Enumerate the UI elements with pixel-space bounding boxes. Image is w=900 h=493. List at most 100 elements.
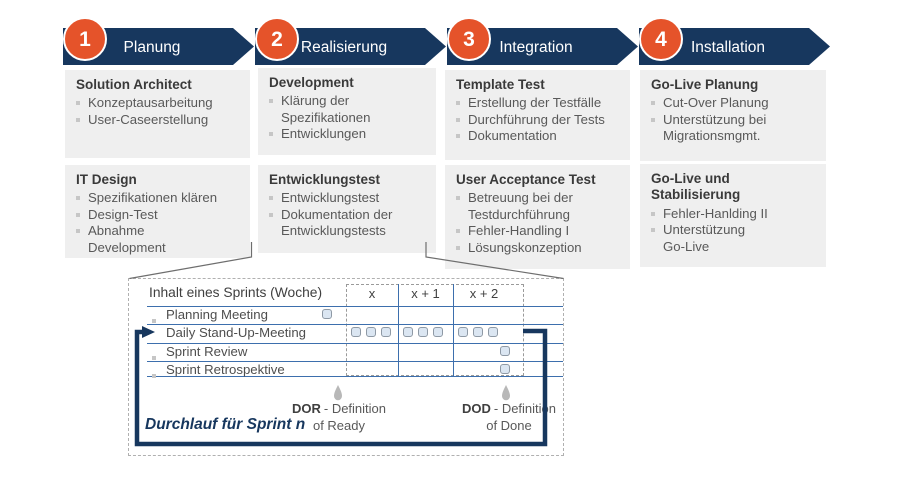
dod-line2: of Done — [486, 417, 532, 433]
sprint-row-label: Sprint Review — [166, 344, 248, 359]
phase-number-badge — [63, 17, 107, 61]
bullet-text: Lösungskonzeption — [468, 239, 582, 255]
bullet-text: User-Caseerstellung — [88, 111, 209, 127]
bullet-marker — [269, 132, 273, 137]
box-title: Solution Architect — [76, 77, 192, 92]
bullet-marker — [76, 117, 80, 122]
bullet-list: Klärung der Spezifikationen Entwicklunge… — [269, 93, 428, 142]
list-item: Fehler-Handling I — [456, 223, 622, 239]
sprint-row-label: Planning Meeting — [166, 307, 268, 322]
sprint-detail-box: Inhalt eines Sprints (Woche) x x + 1 x +… — [128, 278, 564, 456]
bullet-text: Design-Test — [88, 206, 158, 222]
week-label: x + 2 — [469, 286, 499, 301]
list-item: Entwicklungen — [269, 126, 428, 142]
bullet-marker — [456, 196, 460, 201]
phase-number-badge — [639, 17, 683, 61]
bullet-text: Dokumentation — [468, 128, 557, 144]
bullet-list: Entwicklungstest Dokumentation der Entwi… — [269, 190, 428, 239]
grid-hline — [147, 306, 563, 307]
meeting-checkbox — [418, 327, 428, 337]
list-item: Unterstützung Go-Live — [651, 222, 818, 255]
box-development: Development Klärung der Spezifikationen … — [258, 68, 436, 155]
box-entwicklungstest: Entwicklungstest Entwicklungstest Dokume… — [258, 165, 436, 253]
bullet-marker — [456, 101, 460, 106]
bullet-text: Cut-Over Planung — [663, 95, 769, 111]
bullet-marker — [269, 196, 273, 201]
box-title: Go-Live und Stabilisierung — [651, 171, 741, 203]
list-item: Dokumentation — [456, 128, 622, 144]
bullet-list: Konzeptausarbeitung User-Caseerstellung — [76, 95, 242, 128]
phase-number: 2 — [271, 28, 283, 51]
list-item: Dokumentation der Entwicklungstests — [269, 207, 428, 240]
dod-definition: DOD- Definition of Done — [429, 401, 589, 435]
phase-label: Installation — [691, 39, 765, 56]
bullet-list: Betreuung bei der Testdurchführung Fehle… — [456, 190, 622, 255]
box-solution-architect: Solution Architect Konzeptausarbeitung U… — [65, 70, 250, 158]
bullet-text: Klärung der Spezifikationen — [281, 93, 371, 125]
bullet-text: Fehler-Handling I — [468, 223, 570, 239]
bullet-list: Spezifikationen klären Design-Test Abnah… — [76, 190, 242, 255]
phase-number-badge — [255, 17, 299, 61]
box-title: Development — [269, 75, 354, 90]
bullet-marker — [269, 99, 273, 104]
meeting-checkbox — [488, 327, 498, 337]
box-title: Template Test — [456, 77, 545, 92]
bullet-marker — [651, 211, 655, 216]
sprint-row-label: Sprint Retrospektive — [166, 362, 285, 377]
list-item: User-Caseerstellung — [76, 112, 242, 128]
list-item: Konzeptausarbeitung — [76, 95, 242, 111]
meeting-checkbox — [458, 327, 468, 337]
meeting-checkbox — [381, 327, 391, 337]
dod-rest: - Definition — [493, 401, 557, 416]
bullet-marker — [651, 117, 655, 122]
list-item: Erstellung der Testfälle — [456, 95, 622, 111]
bullet-text: Konzeptausarbeitung — [88, 95, 213, 111]
box-title: Entwicklungstest — [269, 172, 381, 187]
phase-header: Planung Realisierung Integration Install… — [63, 17, 830, 65]
bullet-text: Spezifikationen klären — [88, 190, 218, 206]
bullet-marker — [456, 229, 460, 234]
phase-arrow-realisierung — [255, 28, 446, 65]
phase-label: Planung — [124, 39, 181, 56]
week-label: x — [368, 286, 376, 301]
phase-label: Integration — [499, 39, 572, 56]
meeting-checkbox — [322, 309, 332, 319]
bullet-marker — [76, 101, 80, 106]
bullet-text: Fehler-Hanlding II — [663, 205, 768, 221]
bullet-text: Dokumentation der Entwicklungstests — [281, 206, 393, 239]
dor-abbr: DOR — [291, 401, 321, 416]
meeting-checkbox — [500, 346, 510, 356]
list-item: Durchführung der Tests — [456, 112, 622, 128]
box-title: User Acceptance Test — [456, 172, 596, 187]
bullet-marker — [152, 356, 156, 360]
box-title: IT Design — [76, 172, 137, 187]
list-item: Betreuung bei der Testdurchführung — [456, 190, 622, 223]
bullet-marker — [76, 196, 80, 201]
bullet-marker — [152, 319, 156, 323]
bullet-text: Durchführung der Tests — [468, 111, 605, 127]
list-item: Klärung der Spezifikationen — [269, 93, 428, 126]
phase-label: Realisierung — [301, 39, 387, 56]
list-item: Fehler-Hanlding II — [651, 206, 818, 222]
box-template-test: Template Test Erstellung der Testfälle D… — [445, 70, 630, 160]
sprint-row-label: Daily Stand-Up-Meeting — [166, 325, 306, 340]
bullet-text: Erstellung der Testfälle — [468, 95, 602, 111]
bullet-marker — [651, 101, 655, 106]
dod-abbr: DOD — [461, 401, 491, 416]
box-user-acceptance-test: User Acceptance Test Betreuung bei der T… — [445, 165, 630, 269]
meeting-checkbox — [366, 327, 376, 337]
bullet-text: Unterstützung Go-Live — [663, 222, 746, 254]
bullet-text: Unterstützung bei Migrationsmgmt. — [663, 111, 767, 144]
list-item: Lösungskonzeption — [456, 240, 622, 256]
bullet-marker — [152, 374, 156, 378]
bullet-marker — [76, 229, 80, 234]
list-item: Design-Test — [76, 207, 242, 223]
bullet-marker — [76, 212, 80, 217]
sprint-caption: Durchlauf für Sprint n — [145, 416, 306, 433]
bullet-text: Abnahme Development — [88, 223, 166, 255]
grid-vline — [453, 284, 454, 376]
meeting-checkbox — [473, 327, 483, 337]
phase-arrow-integration — [447, 28, 638, 65]
box-go-live-planung: Go-Live Planung Cut-Over Planung Unterst… — [640, 70, 826, 161]
